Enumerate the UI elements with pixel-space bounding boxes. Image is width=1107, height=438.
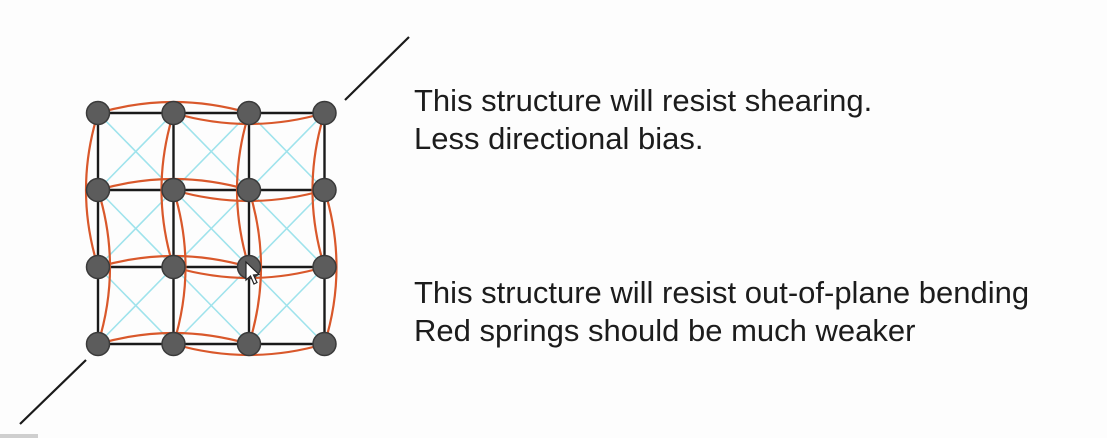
caption-bending-resistance: This structure will resist out-of-plane … [414, 274, 1029, 350]
shear-spring [97, 266, 175, 345]
mass-node [85, 100, 111, 126]
caption-shear-line-1: This structure will resist shearing. [414, 83, 873, 118]
shear-spring [248, 112, 326, 191]
caption-bend-line-1: This structure will resist out-of-plane … [414, 275, 1030, 310]
shear-springs [97, 112, 326, 345]
diagonal-stroke-top [344, 36, 410, 101]
mass-node [236, 100, 262, 126]
mass-node [85, 331, 111, 357]
shear-spring [248, 266, 326, 345]
mass-node [312, 177, 337, 203]
mass-node [312, 100, 337, 126]
caption-shear-resistance: This structure will resist shearing. Les… [414, 82, 872, 158]
shear-spring [172, 266, 250, 345]
mass-node [161, 254, 186, 280]
mass-node [85, 177, 111, 203]
mass-node [85, 254, 111, 280]
bottom-edge-tab [0, 434, 38, 438]
mass-node [236, 331, 262, 357]
mass-node [236, 177, 262, 203]
caption-bend-line-2: Red springs should be much weaker [414, 313, 916, 348]
caption-shear-line-2: Less directional bias. [414, 121, 704, 156]
mass-nodes [85, 100, 337, 357]
shear-spring [172, 112, 250, 191]
mass-node [161, 177, 186, 203]
mass-node [161, 331, 186, 357]
mass-node [161, 100, 186, 126]
diagonal-stroke-bottom [19, 359, 87, 425]
mass-node [312, 331, 337, 357]
shear-spring [97, 112, 175, 191]
mass-node [312, 254, 337, 280]
arrow-cursor-icon [245, 260, 261, 285]
